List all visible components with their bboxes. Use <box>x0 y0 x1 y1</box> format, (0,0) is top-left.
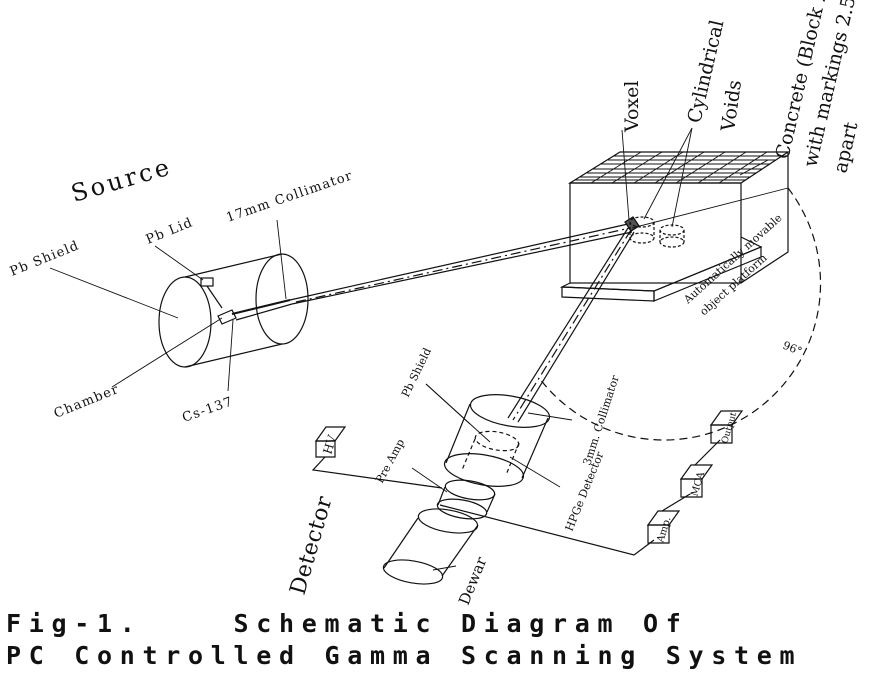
source-beam <box>289 223 633 305</box>
mca-box <box>679 464 714 498</box>
source-cylinder <box>158 253 309 368</box>
amp-box <box>646 510 681 544</box>
pb-lid-label: Pb Lid <box>144 215 196 247</box>
source-label: Source <box>68 152 175 207</box>
detector-label: Detector <box>286 493 338 597</box>
angle-label: 96° <box>781 339 804 358</box>
leader-lines <box>49 127 769 571</box>
pb-shield-source-label: Pb Shield <box>8 238 82 279</box>
voids-label: Voids <box>717 79 746 134</box>
rotation-arc <box>539 187 822 441</box>
collimator-17mm-label: 17mm Collimator <box>224 168 355 225</box>
detector-shield <box>443 394 551 487</box>
figure-caption-line1: Fig-1. Schematic Diagram Of <box>6 609 689 638</box>
cs137-label: Cs-137 <box>180 394 235 425</box>
pb-lid <box>200 277 223 309</box>
hv-label: HV <box>320 433 339 456</box>
mca-label: MCA <box>689 470 707 498</box>
detector-beam <box>507 227 635 423</box>
hv-box <box>314 426 347 458</box>
voxel-label: Voxel <box>621 81 643 133</box>
object-platform <box>559 236 763 302</box>
hpge-crystal <box>461 430 520 476</box>
signal-wires <box>311 439 721 556</box>
output-box <box>709 410 744 444</box>
figure-caption-line2: PC Controlled Gamma Scanning System <box>6 641 803 670</box>
chamber-label: Chamber <box>52 382 122 422</box>
pre-amp-label: Pre Amp <box>373 437 407 486</box>
apart-label: apart <box>829 120 862 176</box>
chamber-block <box>217 309 237 325</box>
dewar-label: Dewar <box>455 554 491 608</box>
arc-radius-line <box>631 187 789 229</box>
pb-shield-detector-label: Pb Shield <box>399 346 434 399</box>
collimator-tube <box>231 299 293 321</box>
block-grid <box>575 151 782 184</box>
amp-label: Amp. <box>655 516 674 545</box>
